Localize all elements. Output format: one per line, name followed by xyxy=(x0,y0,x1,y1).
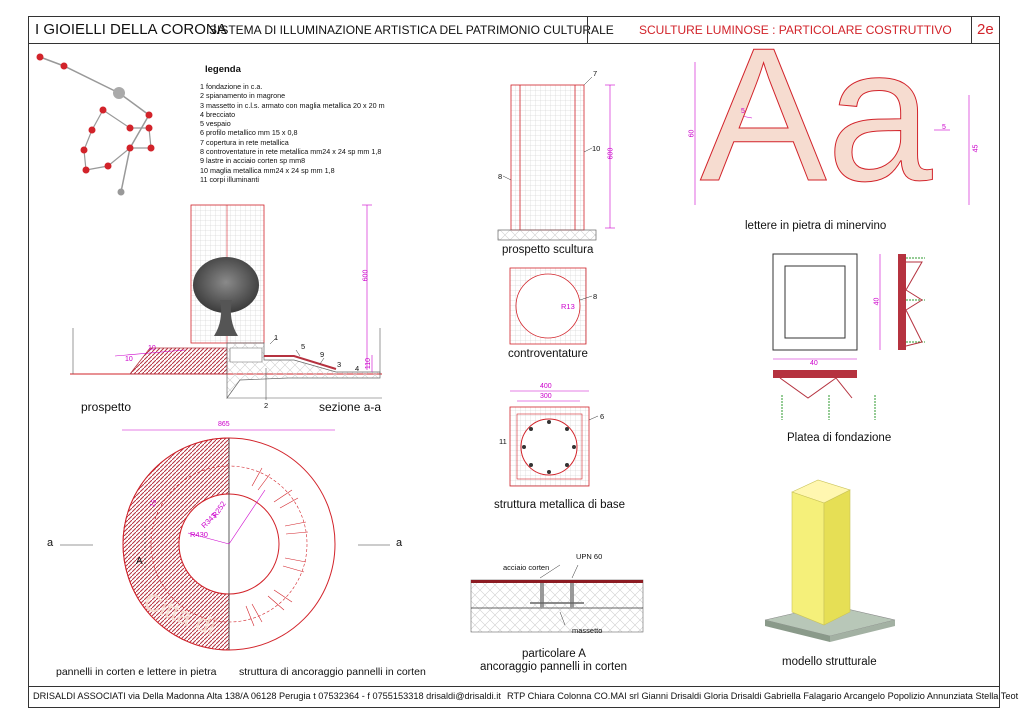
caption-lettere: lettere in pietra di minervino xyxy=(745,220,887,232)
particolare-a-drawing xyxy=(470,564,644,633)
dim-label: 110 xyxy=(365,357,373,370)
dim-label: 10 xyxy=(148,345,156,352)
label-massetto: massetto xyxy=(572,626,603,635)
caption-platea: Platea di fondazione xyxy=(787,432,892,444)
legend-item: 4 brecciato xyxy=(200,109,236,119)
callout-number: 7 xyxy=(593,69,598,78)
callout-number: 1 xyxy=(274,333,279,342)
dim-label: 60 xyxy=(688,129,696,138)
studio-info: DRISALDI ASSOCIATI via Della Madonna Alt… xyxy=(33,691,501,701)
legend-title: legenda xyxy=(205,64,241,75)
callout-number: 6 xyxy=(600,412,605,421)
sheet-code: 2e xyxy=(977,21,994,38)
legend-item: 5 vespaio xyxy=(200,119,231,129)
caption-prospetto: prospetto xyxy=(81,400,132,414)
detail-mark: A xyxy=(136,556,143,567)
legend-item: 10 maglia metallica mm24 x 24 sp mm 1,8 xyxy=(200,165,335,175)
title-block: I GIOIELLI DELLA CORONA SISTEMA DI ILLUM… xyxy=(29,17,999,44)
caption-pannelli-corten: pannelli in corten e lettere in pietra xyxy=(56,666,217,678)
dim-label: 600 xyxy=(362,269,370,282)
project-title: I GIOIELLI DELLA CORONA xyxy=(35,21,227,38)
legend-list: 1 fondazione in c.a. 2 spianamento in ma… xyxy=(200,82,385,184)
controventature-drawing xyxy=(509,267,593,345)
caption-ancoraggio: ancoraggio pannelli in corten xyxy=(480,661,628,673)
caption-struttura-base: struttura metallica di base xyxy=(494,499,626,511)
olive-tree-image xyxy=(193,257,259,313)
callout-number: 10 xyxy=(592,144,601,153)
stone-letters-drawing xyxy=(694,62,970,205)
stone-letters: Aa xyxy=(699,9,933,221)
callout-number: 5 xyxy=(301,342,306,351)
legend-item: 1 fondazione in c.a. xyxy=(200,82,263,91)
label-acciaio-corten: acciaio corten xyxy=(503,563,550,572)
caption-modello: modello strutturale xyxy=(782,656,877,668)
dim-label: 40 xyxy=(810,360,818,367)
dim-label: 865 xyxy=(218,421,230,428)
modello-strutturale-drawing xyxy=(764,479,896,642)
callout-number: 3 xyxy=(337,360,342,369)
callout-number: 8 xyxy=(593,292,598,301)
label-upn: UPN 60 xyxy=(576,552,603,561)
radius-label: R13 xyxy=(561,302,575,311)
sheet-title: SCULTURE LUMINOSE : PARTICOLARE COSTRUTT… xyxy=(639,23,952,37)
system-title: SISTEMA DI ILLUMINAZIONE ARTISTICA DEL P… xyxy=(209,23,614,37)
caption-controventature: controventature xyxy=(508,348,588,360)
legend-item: 11 corpi illuminanti xyxy=(200,174,259,184)
dim-label: 600 xyxy=(607,147,615,160)
dim-label: 400 xyxy=(540,383,552,390)
legend-item: 3 massetto in c.l.s. armato con maglia m… xyxy=(200,100,385,110)
caption-particolare-a: particolare A xyxy=(522,648,586,660)
caption-struttura-ancoraggio: struttura di ancoraggio pannelli in cort… xyxy=(239,666,426,678)
callout-number: 4 xyxy=(355,364,360,373)
legend-item: 6 profilo metallico mm 15 x 0,8 xyxy=(200,128,298,138)
struttura-base-drawing xyxy=(509,390,599,487)
prospetto-scultura-drawing xyxy=(497,76,615,241)
crown-constellation xyxy=(36,53,155,196)
footer: DRISALDI ASSOCIATI via Della Madonna Alt… xyxy=(29,686,1018,707)
callout-number: 11 xyxy=(499,437,507,446)
dim-label: 5 xyxy=(741,108,745,115)
ring-plan-drawing xyxy=(60,429,390,651)
dim-label: 10 xyxy=(125,356,133,363)
legend-item: 8 controventature in rete metallica mm24… xyxy=(200,147,382,157)
section-mark-right: a xyxy=(396,537,403,549)
radius-label: R430 xyxy=(190,530,208,539)
dim-label: 5 xyxy=(942,124,946,131)
caption-sezione: sezione a-a xyxy=(319,400,382,414)
legend-item: 2 spianamento in magrone xyxy=(200,91,286,101)
dim-label: 40 xyxy=(873,297,881,306)
platea-fondazione-drawing xyxy=(772,253,925,420)
dim-label: 45 xyxy=(972,144,980,153)
caption-prospetto-scultura: prospetto scultura xyxy=(502,244,594,256)
section-mark-left: a xyxy=(47,537,54,549)
drawing-sheet: I GIOIELLI DELLA CORONA SISTEMA DI ILLUM… xyxy=(28,16,1018,708)
callout-number: 8 xyxy=(498,172,503,181)
team-info: RTP Chiara Colonna CO.MAI srl Gianni Dri… xyxy=(507,691,1019,701)
dim-label: 300 xyxy=(540,393,552,400)
prospetto-sezione-drawing xyxy=(70,204,382,400)
legend-item: 7 copertura in rete metallica xyxy=(200,137,289,147)
legend-item: 9 lastre in acciaio corten sp mm8 xyxy=(200,156,306,166)
callout-number: 2 xyxy=(264,401,269,410)
callout-number: 9 xyxy=(320,350,325,359)
